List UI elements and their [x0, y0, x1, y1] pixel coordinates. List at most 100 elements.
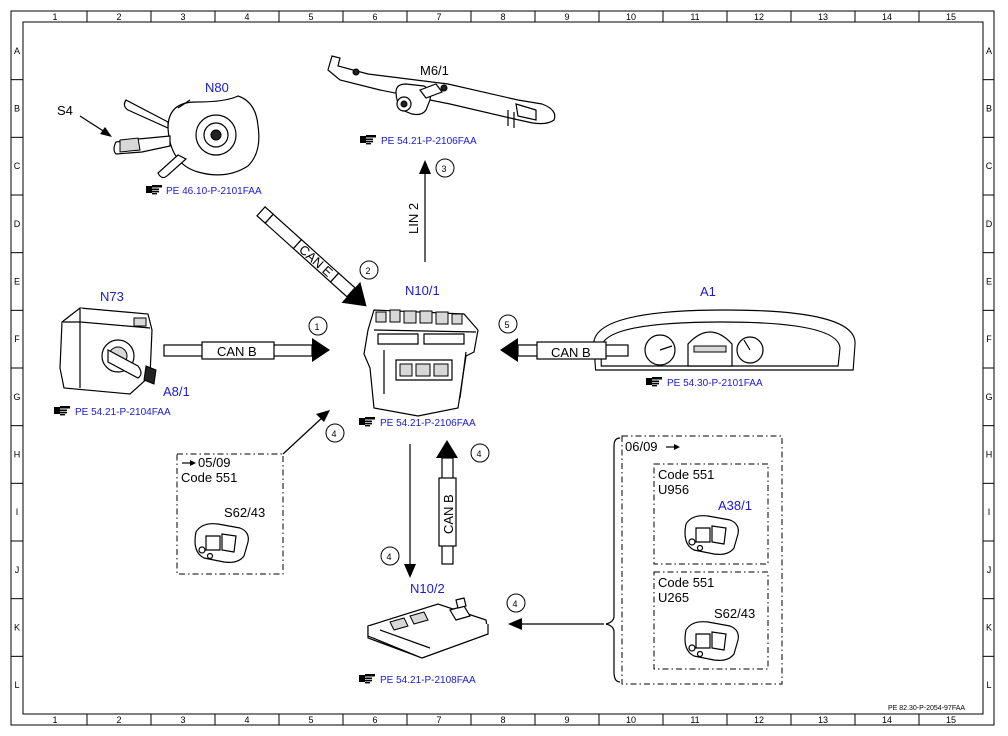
column-label: 14	[882, 12, 892, 22]
marker-5: 5	[498, 314, 518, 334]
marker-2: 2	[359, 260, 379, 280]
reference-hand-icon	[146, 185, 162, 195]
svg-text:4: 4	[332, 429, 337, 439]
svg-text:4: 4	[477, 449, 482, 459]
row-label: E	[14, 277, 20, 287]
right-top-code: Code 551	[658, 467, 714, 482]
right-box-top: Code 551 U956 A38/1	[653, 463, 769, 565]
n80-steering-column-module: N80	[113, 80, 260, 179]
right-variant-box: 06/09 Code 551 U956 A38/1 Code 551 U265 …	[621, 435, 783, 685]
s62-43-switch-right	[684, 621, 739, 661]
left-variant-link	[282, 410, 330, 455]
reference-hand-icon	[360, 135, 376, 145]
marker-4-down: 4	[380, 546, 400, 566]
svg-text:4: 4	[387, 552, 392, 562]
m6-1-label: M6/1	[420, 63, 449, 78]
s62-43-switch-left	[194, 523, 249, 563]
svg-text:5: 5	[505, 320, 510, 330]
column-label: 13	[818, 715, 828, 725]
column-label: 5	[308, 12, 313, 22]
column-label: 9	[564, 12, 569, 22]
row-label: D	[986, 219, 993, 229]
column-label: 6	[372, 715, 377, 725]
n10-1-to-n10-2-link	[404, 444, 416, 578]
sheet-frame	[10, 10, 995, 726]
reference-hand-icon	[359, 674, 375, 684]
n10-2-label: N10/2	[410, 581, 445, 596]
row-label: C	[986, 161, 993, 171]
right-box-bottom: Code 551 U265 S62/43	[653, 571, 769, 670]
marker-4-right: 4	[506, 593, 526, 613]
can-b-left-bus: CAN B	[163, 338, 330, 362]
row-label: G	[985, 392, 992, 402]
column-label: 3	[180, 12, 185, 22]
a8-1-transmitter-key: A8/1	[163, 384, 190, 399]
row-label: I	[16, 507, 19, 517]
row-label: B	[14, 104, 20, 114]
column-label: 8	[500, 12, 505, 22]
reference-hand-icon	[54, 406, 70, 416]
row-label: A	[986, 46, 992, 56]
a1-label: A1	[700, 284, 716, 299]
n80-ref: PE 46.10-P-2101FAA	[166, 186, 262, 197]
column-label: 1	[52, 12, 57, 22]
column-label: 10	[626, 12, 636, 22]
can-b-right-bus: CAN B	[500, 338, 629, 362]
can-b-vertical-label: CAN B	[441, 494, 456, 534]
row-label: C	[14, 161, 21, 171]
column-label: 8	[500, 715, 505, 725]
n10-2-ref: PE 54.21-P-2108FAA	[380, 675, 476, 686]
can-b-right-label: CAN B	[551, 345, 591, 360]
column-label: 6	[372, 12, 377, 22]
left-box-part: S62/43	[224, 505, 265, 520]
column-label: 11	[690, 715, 699, 725]
n10-2-rear-sam: N10/2	[367, 581, 489, 659]
row-label: H	[986, 450, 993, 460]
n73-electronic-ignition-switch: N73	[59, 289, 157, 395]
row-label: K	[986, 623, 992, 633]
row-label: F	[986, 334, 992, 344]
reference-hand-icon	[359, 417, 375, 427]
right-box-date: 06/09	[625, 439, 658, 454]
column-label: 7	[436, 12, 441, 22]
column-label: 2	[116, 715, 121, 725]
row-label: J	[15, 565, 20, 575]
row-label: D	[14, 219, 21, 229]
column-label: 14	[882, 715, 892, 725]
column-label: 13	[818, 12, 828, 22]
arrow-right-icon	[666, 444, 680, 450]
right-bottom-variant: U265	[658, 590, 689, 605]
column-label: 11	[690, 12, 699, 22]
column-label: 1	[52, 715, 57, 725]
row-label: L	[986, 680, 991, 690]
a1-instrument-cluster: A1	[593, 284, 856, 371]
s4-label: S4	[57, 103, 73, 118]
row-label: E	[986, 277, 992, 287]
can-b-vertical-bus: CAN B	[436, 440, 458, 565]
row-label: H	[14, 450, 21, 460]
right-top-part: A38/1	[718, 498, 752, 513]
n10-1-ref: PE 54.21-P-2106FAA	[380, 418, 476, 429]
row-label: K	[14, 623, 20, 633]
a38-1-switch	[684, 515, 739, 555]
n10-1-label: N10/1	[405, 283, 440, 298]
left-variant-box: 05/09 Code 551 S62/43	[176, 453, 284, 575]
column-label: 4	[244, 715, 249, 725]
right-variant-link	[508, 437, 621, 683]
a1-reference: PE 54.30-P-2101FAA	[646, 377, 763, 389]
row-label: J	[987, 565, 992, 575]
svg-text:3: 3	[442, 164, 447, 174]
m6-1-wiper-motor: M6/1	[327, 55, 556, 128]
right-top-variant: U956	[658, 482, 689, 497]
a8-1-label: A8/1	[163, 384, 190, 399]
can-b-left-label: CAN B	[217, 344, 257, 359]
row-label: I	[988, 507, 991, 517]
marker-4-vertical: 4	[470, 443, 490, 463]
right-bottom-part: S62/43	[714, 606, 755, 621]
column-label: 4	[244, 12, 249, 22]
marker-1: 1	[308, 316, 328, 336]
column-label: 15	[946, 12, 956, 22]
n10-2-reference: PE 54.21-P-2108FAA	[359, 674, 476, 686]
